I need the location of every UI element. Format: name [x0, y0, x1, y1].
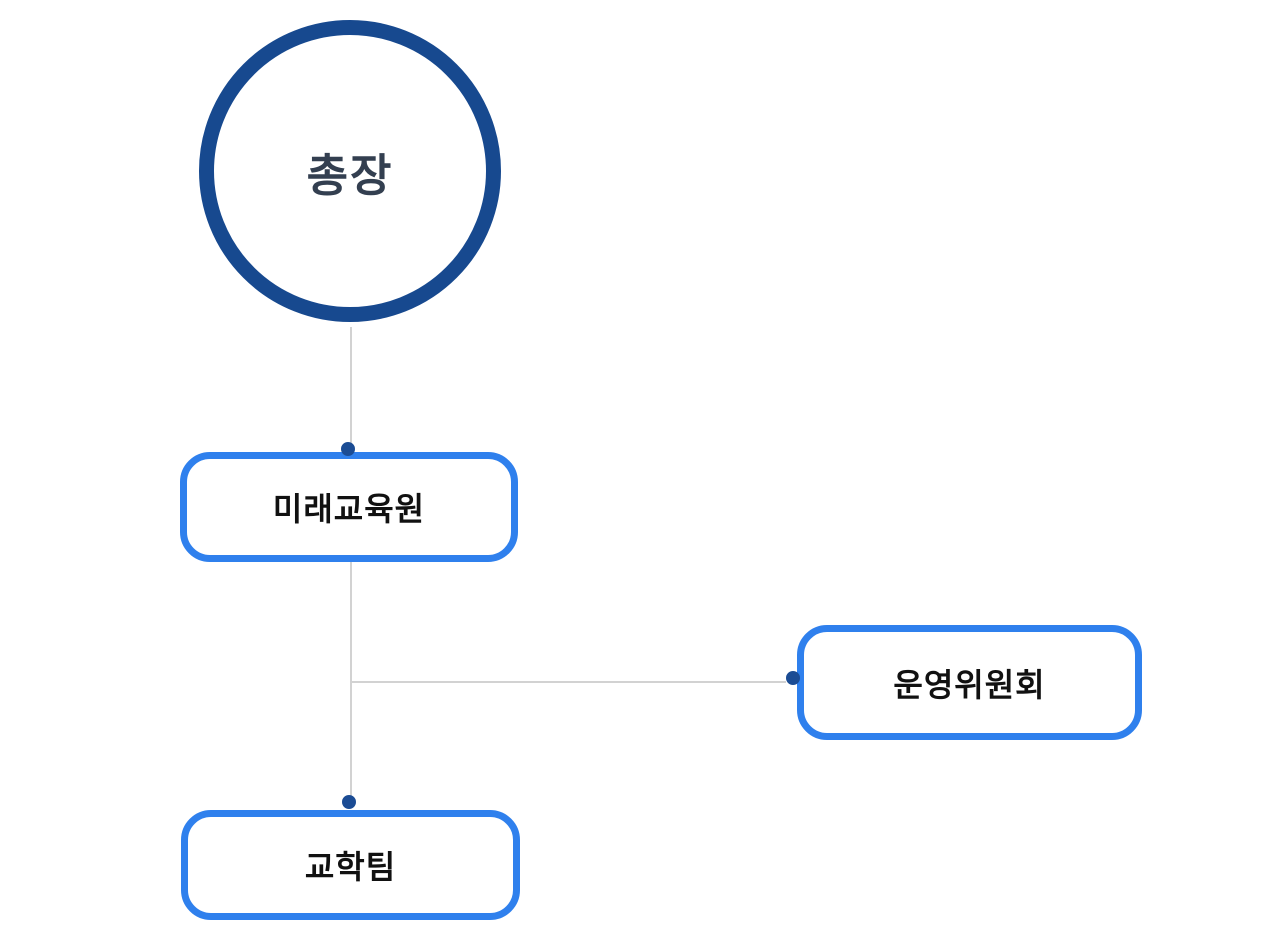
org-node-mirae[interactable]: 미래교육원	[180, 452, 518, 562]
org-node-mirae-label: 미래교육원	[272, 491, 426, 527]
org-node-gyohak-label: 교학팀	[304, 849, 397, 885]
connection-dot-mirae	[341, 442, 355, 456]
edge-president-to-mirae	[350, 327, 352, 453]
org-node-president-label: 총장	[306, 149, 394, 201]
connection-dot-steering	[786, 671, 800, 685]
org-node-president[interactable]: 총장	[199, 20, 501, 322]
org-node-steering-label: 운영위원회	[893, 666, 1046, 703]
edge-branch-to-steering	[352, 681, 786, 683]
org-node-gyohak[interactable]: 교학팀	[181, 810, 520, 920]
connection-dot-gyohak	[342, 795, 356, 809]
org-node-steering[interactable]: 운영위원회	[797, 625, 1142, 740]
edge-mirae-to-gyohak	[350, 562, 352, 805]
